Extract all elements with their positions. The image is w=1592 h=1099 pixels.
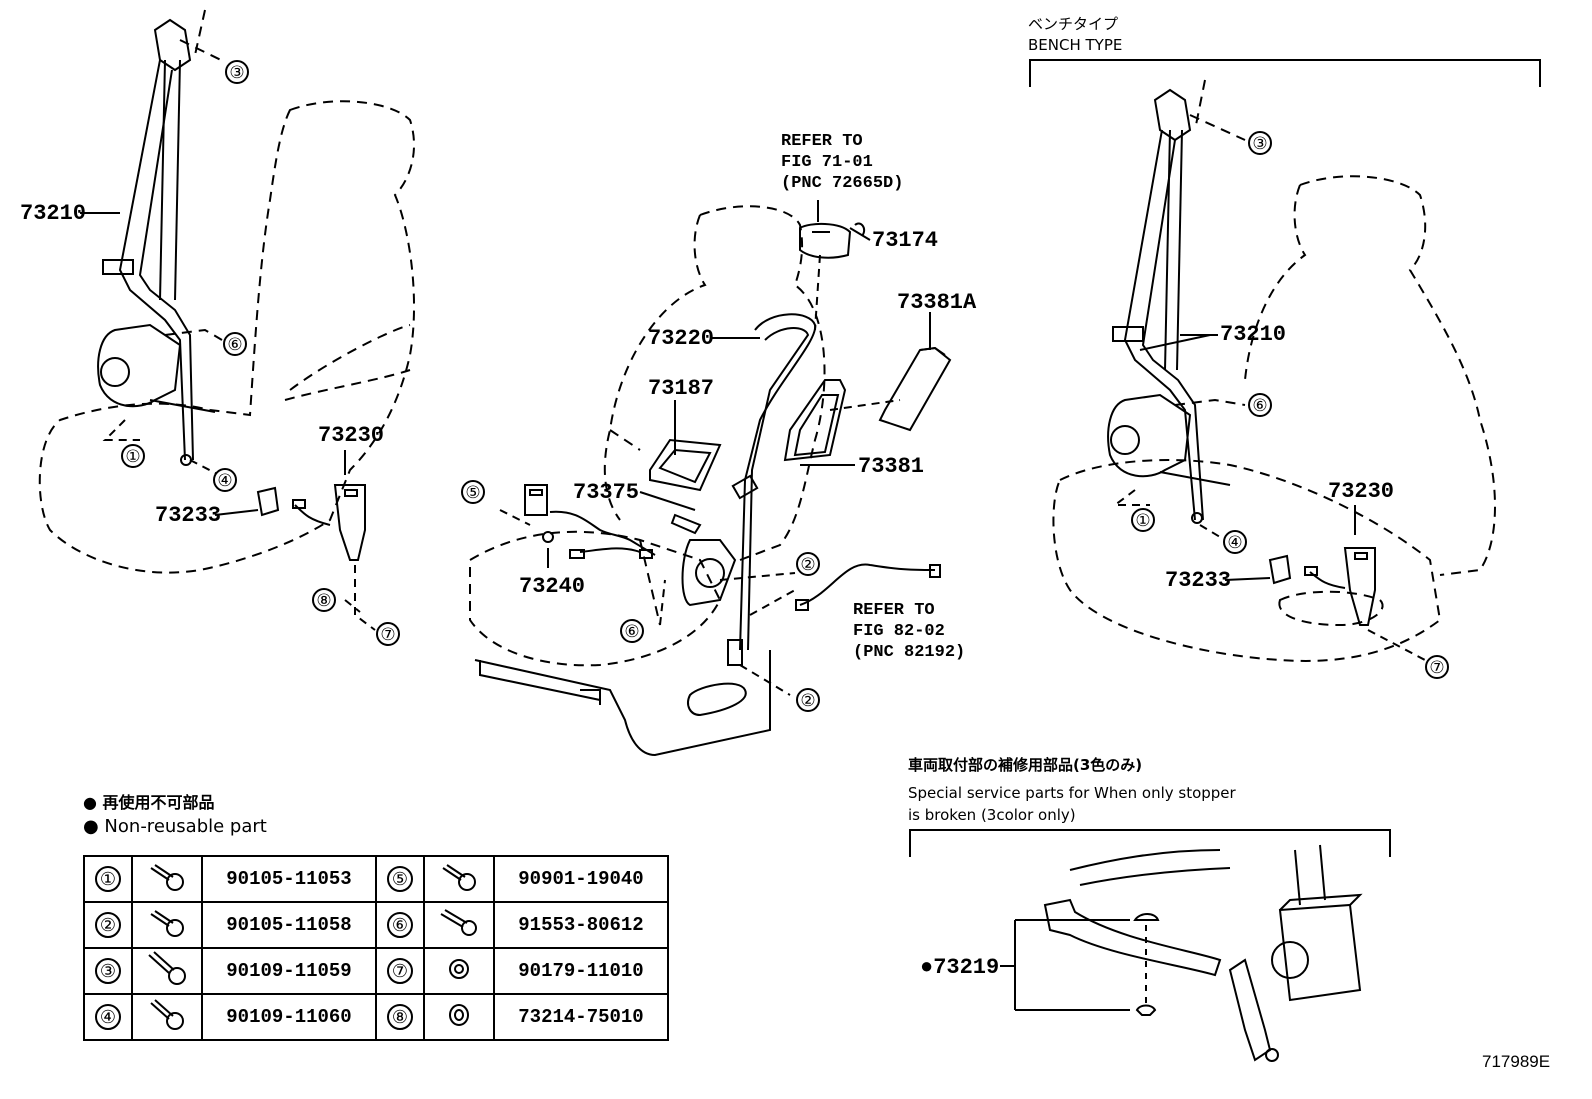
- callout-circle-1-left: ①: [121, 444, 145, 468]
- callout-circle-2-center-b: ②: [796, 688, 820, 712]
- callout-73230-left: 73230: [318, 423, 385, 448]
- refer-top-note: REFER TO FIG 71-01 (PNC 72665D): [781, 132, 904, 193]
- center-belt: [681, 313, 817, 666]
- legend-en: ● Non-reusable part: [83, 816, 267, 837]
- part-number: 90105-11053: [201, 855, 377, 903]
- table-circle-number: ⑦: [387, 958, 413, 984]
- callout-circle-7-left: ⑦: [376, 622, 400, 646]
- special-title-en-2: is broken (3color only): [908, 806, 1076, 824]
- bench-title-jp: ベンチタイプ: [1028, 15, 1119, 33]
- table-row: ① 90105-11053 ⑤ 90901-19040: [83, 855, 669, 903]
- table-row: ④ 90109-11060 ⑧ 73214-75010: [83, 993, 669, 1041]
- cover-73174: [799, 222, 866, 259]
- callout-73219: ●73219: [920, 955, 1000, 980]
- callout-circle-6-right: ⑥: [1248, 393, 1272, 417]
- part-number: 90179-11010: [493, 947, 669, 995]
- table-circle-number: ①: [95, 866, 121, 892]
- callout-circle-3-right: ③: [1248, 131, 1272, 155]
- callout-73381: 73381: [858, 454, 925, 479]
- washer-icon: [449, 1004, 469, 1026]
- callout-73174: 73174: [872, 228, 939, 253]
- center-seat-base: [474, 650, 771, 757]
- left-buckle: [256, 484, 366, 561]
- callout-73230-right: 73230: [1328, 479, 1395, 504]
- special-parts-drawing: [1043, 844, 1363, 1062]
- bolt-icon: [150, 910, 184, 937]
- table-row: ③ 90109-11059 ⑦ 90179-11010: [83, 947, 669, 995]
- part-number: 90109-11060: [201, 993, 377, 1041]
- table-circle-number: ⑤: [387, 866, 413, 892]
- special-bracket: [909, 829, 1391, 857]
- callout-circle-4-left: ④: [213, 468, 237, 492]
- callout-73210-right: 73210: [1220, 322, 1287, 347]
- center-cover-parts: [649, 438, 722, 535]
- wire-harness: [795, 563, 941, 611]
- right-buckle: [1268, 547, 1376, 626]
- part-number: 91553-80612: [493, 901, 669, 949]
- bolt-icon: [150, 999, 184, 1030]
- figure-id: 717989E: [1482, 1052, 1551, 1071]
- callout-73220: 73220: [648, 326, 715, 351]
- callout-73233-left: 73233: [155, 503, 222, 528]
- callout-circle-3-left: ③: [225, 60, 249, 84]
- table-circle-number: ③: [95, 958, 121, 984]
- callout-73375: 73375: [573, 480, 640, 505]
- callout-73381A: 73381A: [897, 290, 977, 315]
- bench-bracket: [1029, 59, 1541, 87]
- left-seat-outline: [38, 100, 416, 574]
- center-seat-outline: [469, 205, 826, 667]
- parts-table: ① 90105-11053 ⑤ 90901-19040 ② 90105-1105…: [83, 855, 669, 1041]
- bolt-icon: [150, 864, 184, 891]
- callout-circle-8-left: ⑧: [312, 588, 336, 612]
- callout-circle-6-center: ⑥: [620, 619, 644, 643]
- part-number: 73214-75010: [493, 993, 669, 1041]
- special-title-jp: 車両取付部の補修用部品(3色のみ): [908, 756, 1143, 774]
- legend-jp: ● 再使用不可部品: [83, 793, 215, 812]
- special-title-en-1: Special service parts for When only stop…: [908, 784, 1236, 802]
- table-circle-number: ⑥: [387, 912, 413, 938]
- refer-mid-note: REFER TO FIG 82-02 (PNC 82192): [853, 601, 966, 662]
- table-circle-number: ⑧: [387, 1004, 413, 1030]
- part-number: 90109-11059: [201, 947, 377, 995]
- table-circle-number: ②: [95, 912, 121, 938]
- nut-icon: [449, 959, 469, 979]
- table-row: ② 90105-11058 ⑥ 91553-80612: [83, 901, 669, 949]
- right-seat-outline: [1052, 175, 1496, 662]
- callout-circle-4-right: ④: [1223, 530, 1247, 554]
- bolt-icon: [442, 864, 476, 891]
- callout-circle-7-right: ⑦: [1425, 655, 1449, 679]
- center-buckle: [524, 484, 656, 559]
- left-headrest-line: [289, 324, 411, 391]
- callout-circle-2-center-a: ②: [796, 552, 820, 576]
- bolt-icon: [440, 909, 477, 936]
- left-belt: [97, 18, 194, 466]
- callout-circle-5-center: ⑤: [461, 480, 485, 504]
- callout-73240: 73240: [519, 574, 586, 599]
- part-number: 90105-11058: [201, 901, 377, 949]
- callout-circle-1-right: ①: [1131, 508, 1155, 532]
- callout-73233-right: 73233: [1165, 568, 1232, 593]
- callout-73210-left: 73210: [20, 201, 87, 226]
- table-circle-number: ④: [95, 1004, 121, 1030]
- part-number: 90901-19040: [493, 855, 669, 903]
- bolt-icon: [148, 951, 186, 985]
- bench-title-en: BENCH TYPE: [1028, 36, 1123, 54]
- callout-circle-6-left: ⑥: [223, 332, 247, 356]
- callout-73187: 73187: [648, 376, 715, 401]
- airbag-parts: [783, 346, 952, 462]
- right-belt: [1107, 88, 1204, 524]
